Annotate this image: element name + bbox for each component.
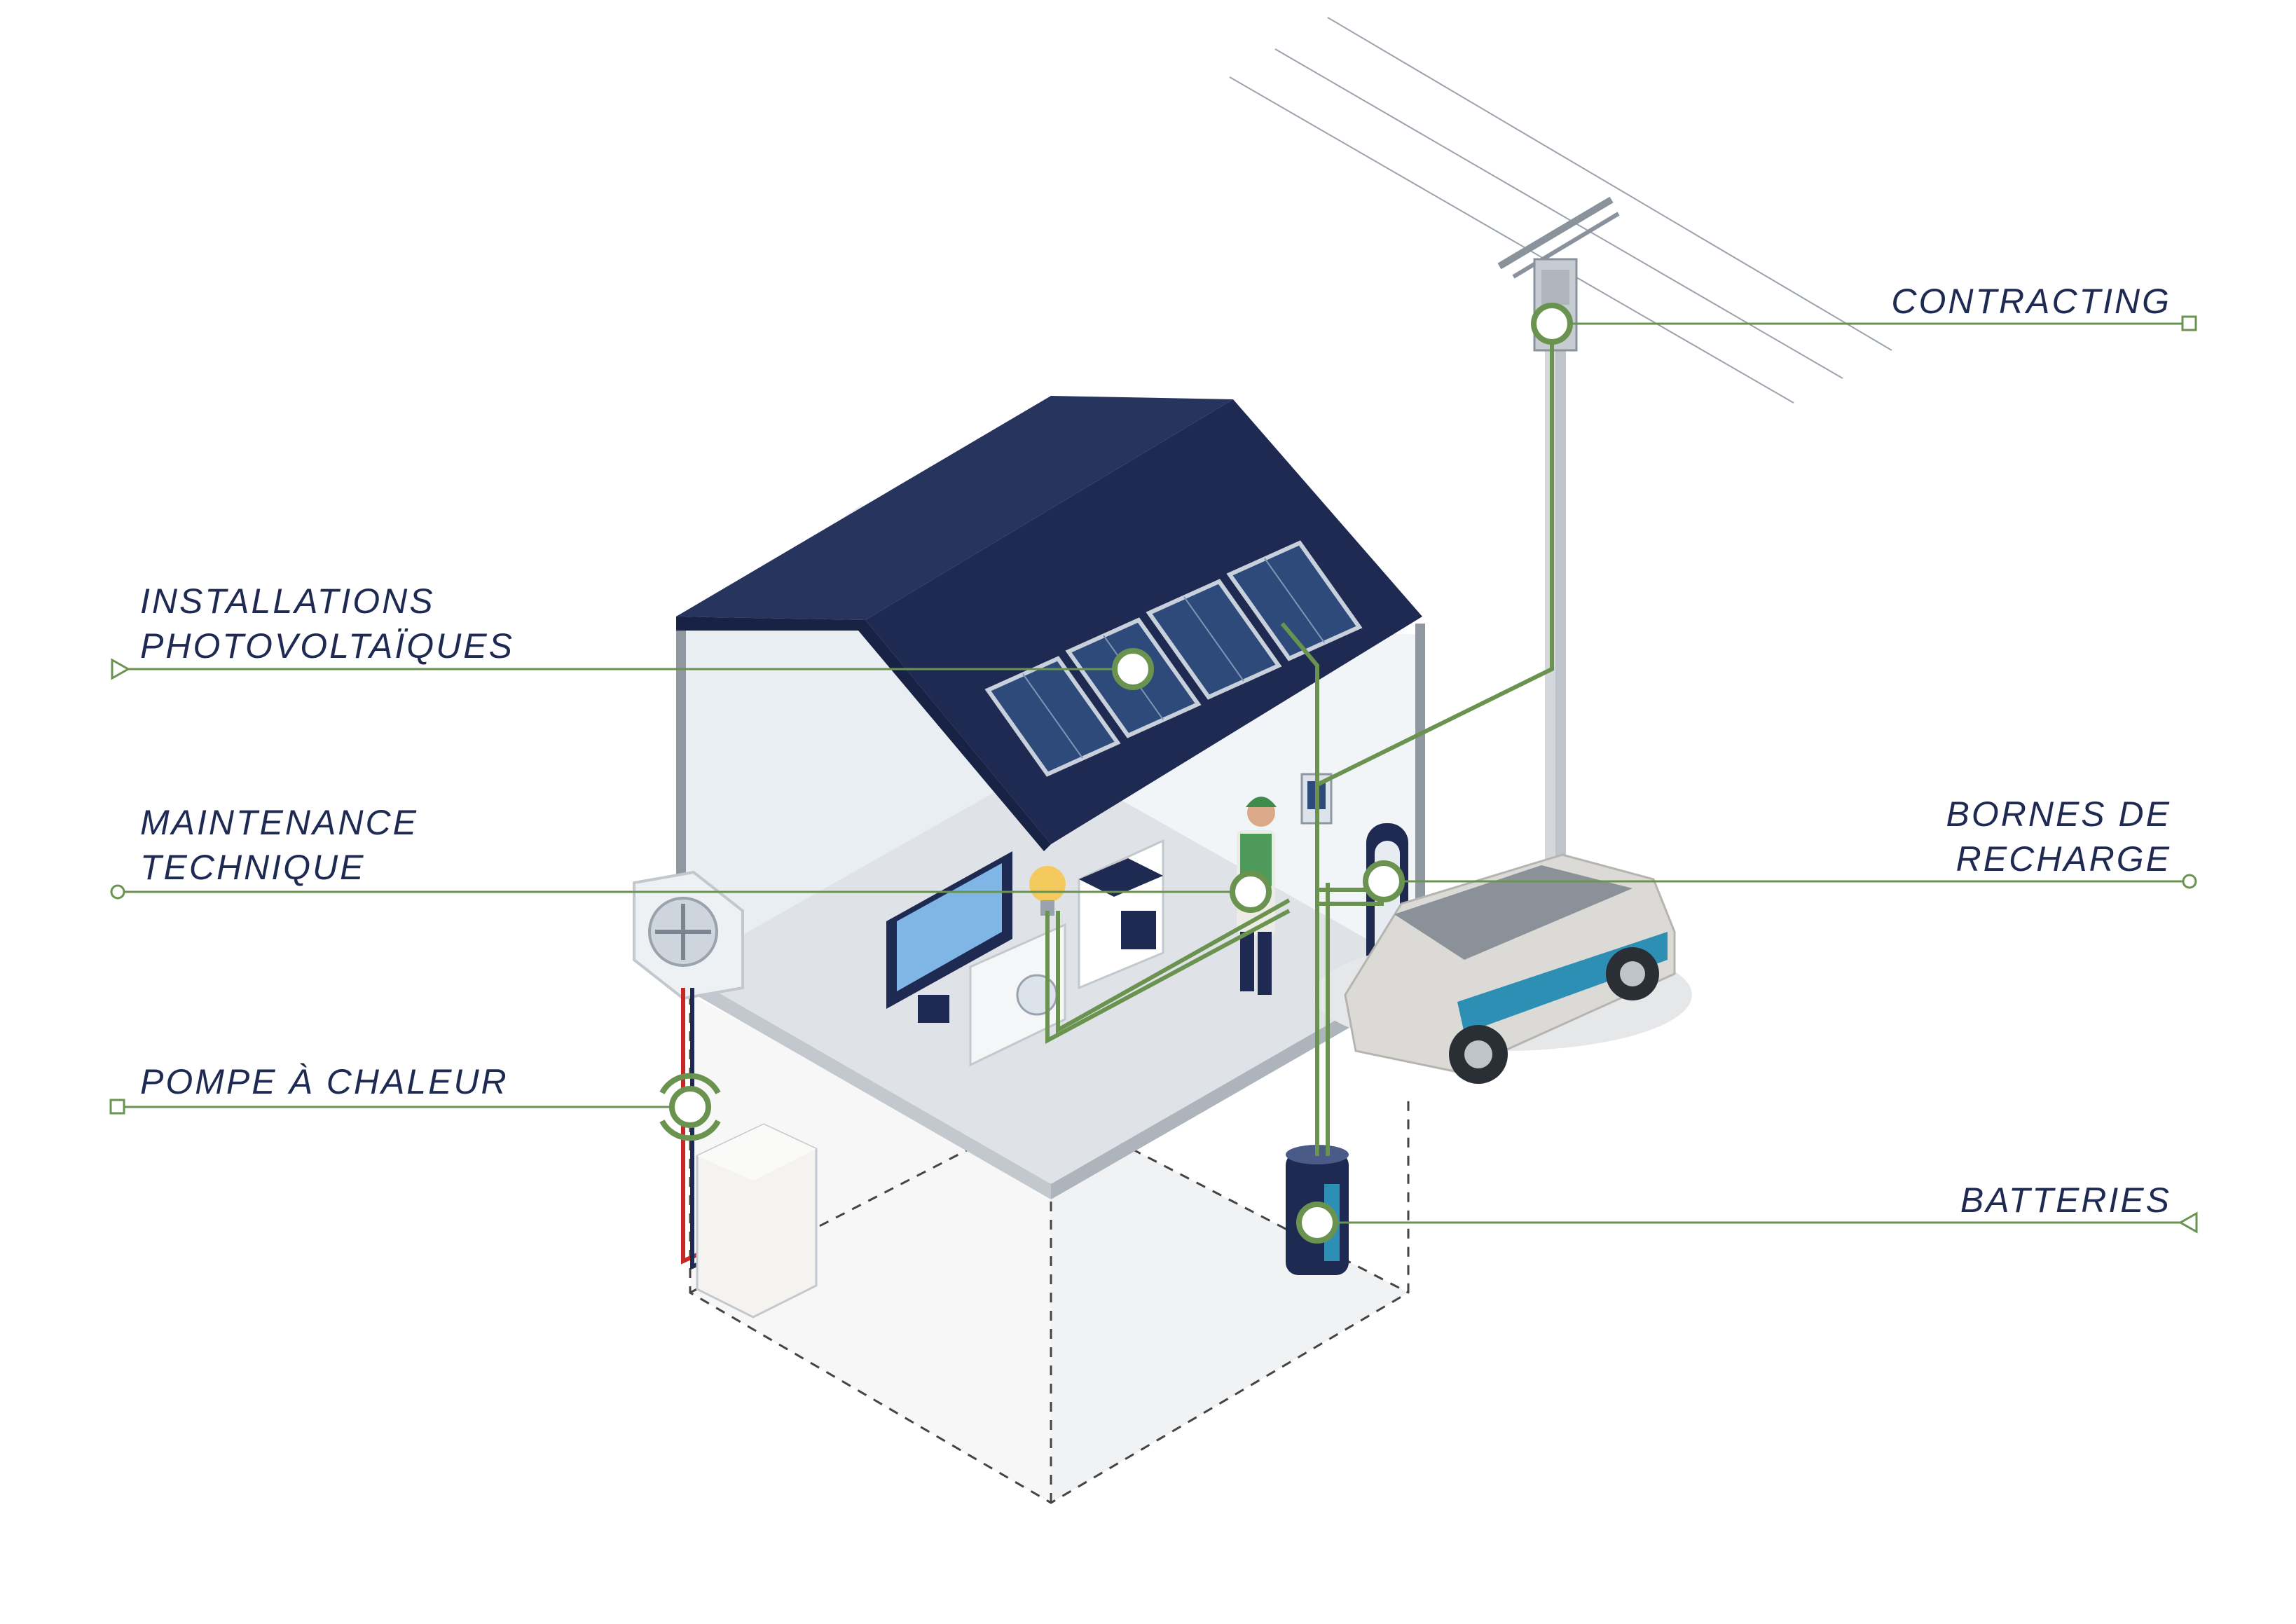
- heat-pump-icon: [681, 988, 818, 1319]
- label-heatpump: POMPE À CHALEUR: [140, 1062, 509, 1101]
- label-photovoltaics: INSTALLATIONS PHOTOVOLTAÏQUES: [140, 579, 514, 668]
- heatpump-cycle-arrows: [659, 1073, 721, 1141]
- label-charging-line2: RECHARGE: [1955, 839, 2171, 879]
- stove-icon: [1078, 839, 1164, 990]
- label-photovoltaics-line1: INSTALLATIONS: [140, 582, 435, 621]
- fan-unit-icon: [633, 870, 744, 1000]
- hotspot-heatpump: [669, 1086, 711, 1128]
- label-contracting: CONTRACTING: [1891, 282, 2171, 321]
- solar-grid: [1022, 558, 1325, 759]
- leader-lines: [118, 322, 2182, 1224]
- hotspot-photovoltaics: [1112, 648, 1154, 690]
- hotspot-maintenance: [1230, 871, 1272, 913]
- tv-icon: [886, 851, 1012, 1023]
- label-charging-line1: BORNES DE: [1946, 794, 2171, 834]
- label-maintenance: MAINTENANCE TECHNIQUE: [140, 800, 418, 890]
- electric-car-icon: [1314, 853, 1692, 1084]
- label-charging: BORNES DE RECHARGE: [1946, 792, 2171, 881]
- hotspot-markers: [669, 303, 1573, 1244]
- label-photovoltaics-line2: PHOTOVOLTAÏQUES: [140, 626, 514, 666]
- leader-endpoints: [109, 315, 2198, 1234]
- label-maintenance-line2: TECHNIQUE: [140, 848, 366, 887]
- hotspot-batteries: [1296, 1202, 1338, 1244]
- label-batteries: BATTERIES: [1960, 1181, 2171, 1220]
- hotspot-charging: [1363, 860, 1405, 902]
- hotspot-contracting: [1531, 303, 1573, 345]
- power-pole-icon: [1497, 196, 1620, 883]
- roof: [676, 396, 1422, 851]
- label-maintenance-line1: MAINTENANCE: [140, 803, 418, 842]
- lightbulb-icon: [1029, 866, 1066, 916]
